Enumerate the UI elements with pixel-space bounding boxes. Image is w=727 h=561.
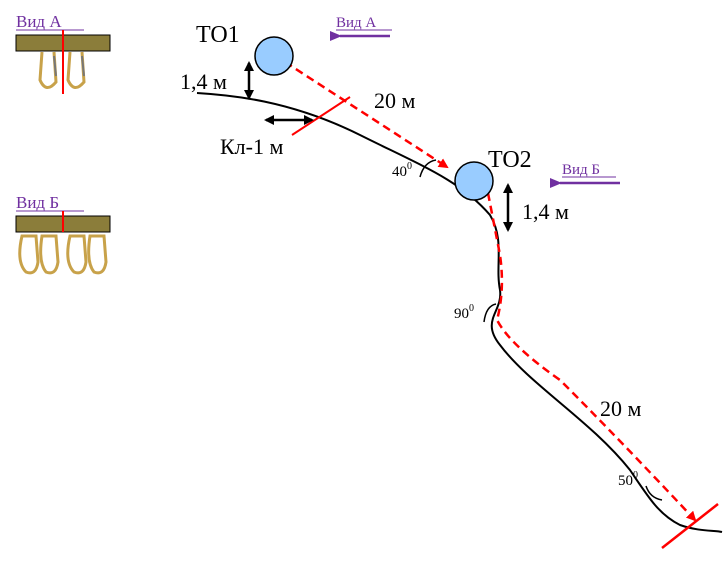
dist1-label: 20 м [374, 88, 416, 113]
kl-label: Кл-1 м [220, 134, 283, 159]
dist2-label: 20 м [600, 396, 642, 421]
height2-label: 1,4 м [522, 199, 569, 224]
end-marker [661, 503, 719, 549]
to1-label: ТО1 [196, 22, 240, 48]
view-a-label: Вид А [16, 12, 62, 31]
kl-line [291, 96, 351, 136]
view-b-label: Вид Б [16, 193, 59, 212]
view-b-arrow-label: Вид Б [562, 162, 600, 178]
slope-line [196, 92, 723, 533]
angle-90: 900 [454, 303, 474, 322]
to1-node [254, 36, 294, 76]
angle-50-arc [645, 485, 663, 501]
rope-segment-1 [284, 60, 449, 169]
angle-40-arc [419, 159, 437, 178]
angle-50: 500 [618, 470, 638, 489]
view-a-arrow-label: Вид А [336, 15, 376, 31]
rope-segment-2 [486, 192, 697, 522]
to2-label: ТО2 [488, 147, 532, 173]
angle-40: 400 [392, 161, 412, 180]
height1-label: 1,4 м [180, 69, 227, 94]
angle-90-arc [483, 303, 497, 323]
to2-node [454, 161, 494, 201]
view-b-carabiners [18, 234, 108, 275]
view-a-carabiners [38, 51, 86, 89]
